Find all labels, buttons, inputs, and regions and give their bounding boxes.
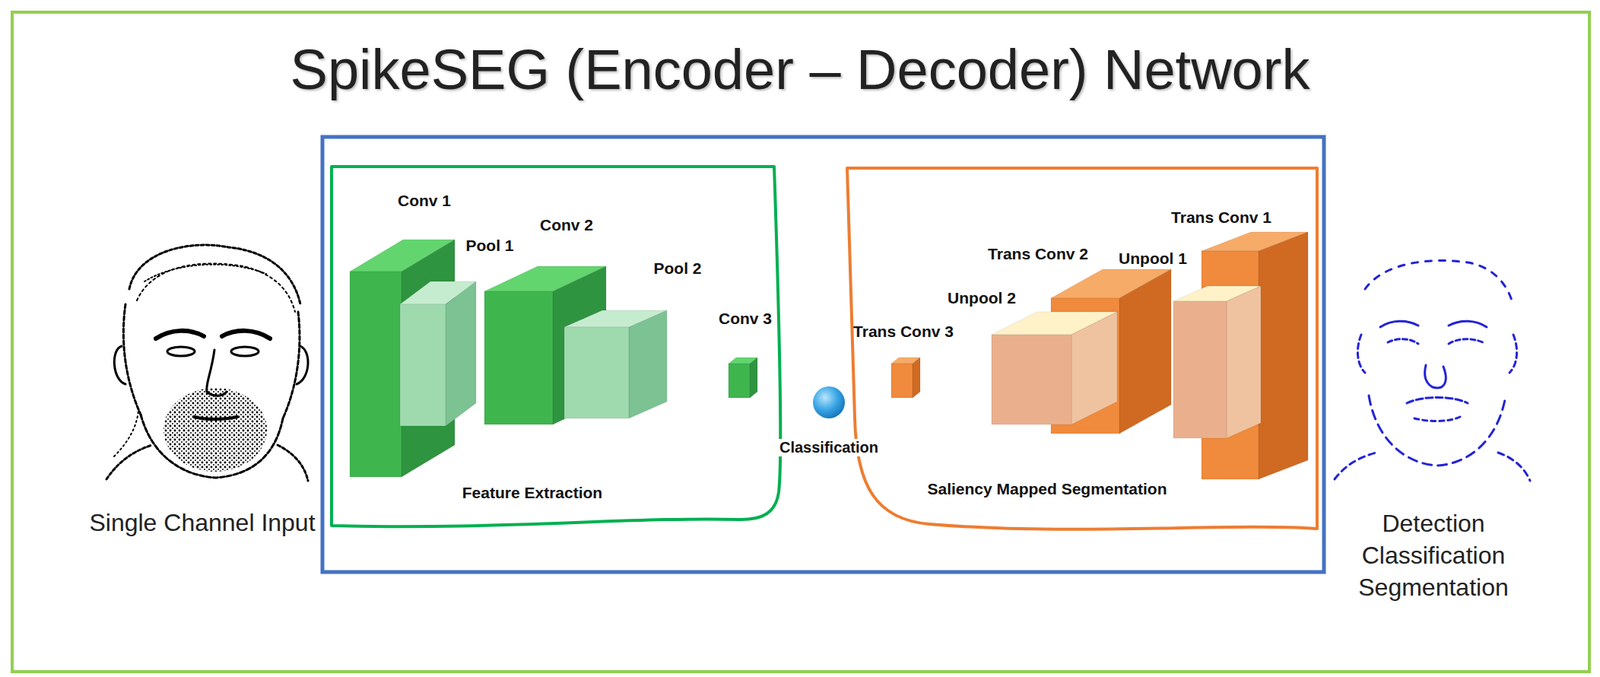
layer-label: Conv 2 <box>539 215 594 235</box>
label-wrap: Trans Conv 2 <box>987 244 1089 264</box>
cube-side <box>1258 231 1308 480</box>
cube-side <box>445 281 477 426</box>
label-wrap: Pool 1 <box>465 236 514 255</box>
unpool-layer: Unpool 2 <box>991 311 1118 425</box>
input-face-sketch <box>106 244 308 481</box>
label-wrap: Unpool 1 <box>1118 249 1188 268</box>
layer-label: Unpool 1 <box>1118 249 1188 268</box>
shape-art <box>891 357 921 398</box>
label-wrap: Detection Classification Segmentation <box>1346 507 1521 604</box>
region-outline <box>331 166 781 527</box>
layer-label: Conv 1 <box>397 191 451 210</box>
cube-side <box>1071 311 1118 425</box>
unpool-layer: Unpool 1 <box>1173 285 1261 439</box>
decoder-region: Saliency Mapped Segmentation Trans Conv 3… <box>845 166 1319 533</box>
cube-front <box>728 363 750 398</box>
diagram-title: SpikeSEG (Encoder – Decoder) Network <box>290 37 1311 102</box>
label-wrap: SpikeSEG (Encoder – Decoder) Network <box>290 37 1311 102</box>
cube-front <box>349 271 402 477</box>
region-outline <box>847 168 1318 530</box>
label-wrap: Unpool 2 <box>947 288 1016 308</box>
label-wrap: Trans Conv 3 <box>853 322 954 341</box>
layer-label: Unpool 2 <box>947 288 1016 308</box>
label-wrap: Conv 1 <box>397 191 451 210</box>
classification-label: Classification <box>777 438 881 457</box>
layer-label: Trans Conv 3 <box>853 322 954 341</box>
io-label: Detection Classification Segmentation <box>1346 507 1521 604</box>
label-wrap: Conv 2 <box>539 215 594 235</box>
cube-front <box>1173 301 1227 439</box>
cube-front <box>484 291 553 425</box>
label-wrap: Pool 2 <box>653 259 702 278</box>
pool-layer: Pool 1 <box>400 281 477 426</box>
label-wrap: Feature Extraction <box>462 483 603 502</box>
label-wrap: Saliency Mapped Segmentation <box>926 479 1167 499</box>
shape-art <box>812 386 845 419</box>
cube-side <box>912 357 921 398</box>
layer-label: Trans Conv 2 <box>987 244 1089 264</box>
label-wrap: Conv 3 <box>718 309 772 328</box>
cube-front <box>991 334 1072 425</box>
network-box <box>322 136 1324 572</box>
io-label: Single Channel Input <box>88 506 315 539</box>
shape-art <box>991 311 1118 425</box>
cube-front <box>400 304 446 426</box>
classification-sphere: Classification <box>812 386 845 419</box>
encoder-region: Feature Extraction Conv 1 Pool 1 Conv 2 Pool… <box>330 165 779 529</box>
sphere-body <box>812 386 845 419</box>
conv-layer: Conv 3 <box>728 357 758 398</box>
cube-side <box>1119 269 1172 434</box>
layer-label: Pool 2 <box>653 259 702 278</box>
shape-art <box>400 281 477 426</box>
shape-art <box>728 357 758 398</box>
trans-conv-layer: Trans Conv 3 <box>891 357 921 398</box>
shape-art <box>1173 285 1261 439</box>
cube-front <box>891 363 913 398</box>
outer-frame <box>12 12 1590 672</box>
cube-side <box>628 310 667 419</box>
label-wrap: Single Channel Input <box>88 506 315 539</box>
region-label: Saliency Mapped Segmentation <box>926 479 1167 499</box>
layer-label: Conv 3 <box>718 309 772 328</box>
label-wrap: Classification <box>777 438 881 457</box>
output-face-edges <box>1334 260 1531 481</box>
layer-label: Trans Conv 1 <box>1171 208 1272 227</box>
layer-label: Pool 1 <box>465 236 514 255</box>
cube-side <box>1226 285 1261 439</box>
region-label: Feature Extraction <box>462 483 603 502</box>
label-wrap: Trans Conv 1 <box>1171 208 1272 227</box>
cube-side <box>749 357 758 398</box>
shape-art <box>564 310 667 419</box>
cube-front <box>564 326 629 419</box>
pool-layer: Pool 2 <box>564 310 667 419</box>
